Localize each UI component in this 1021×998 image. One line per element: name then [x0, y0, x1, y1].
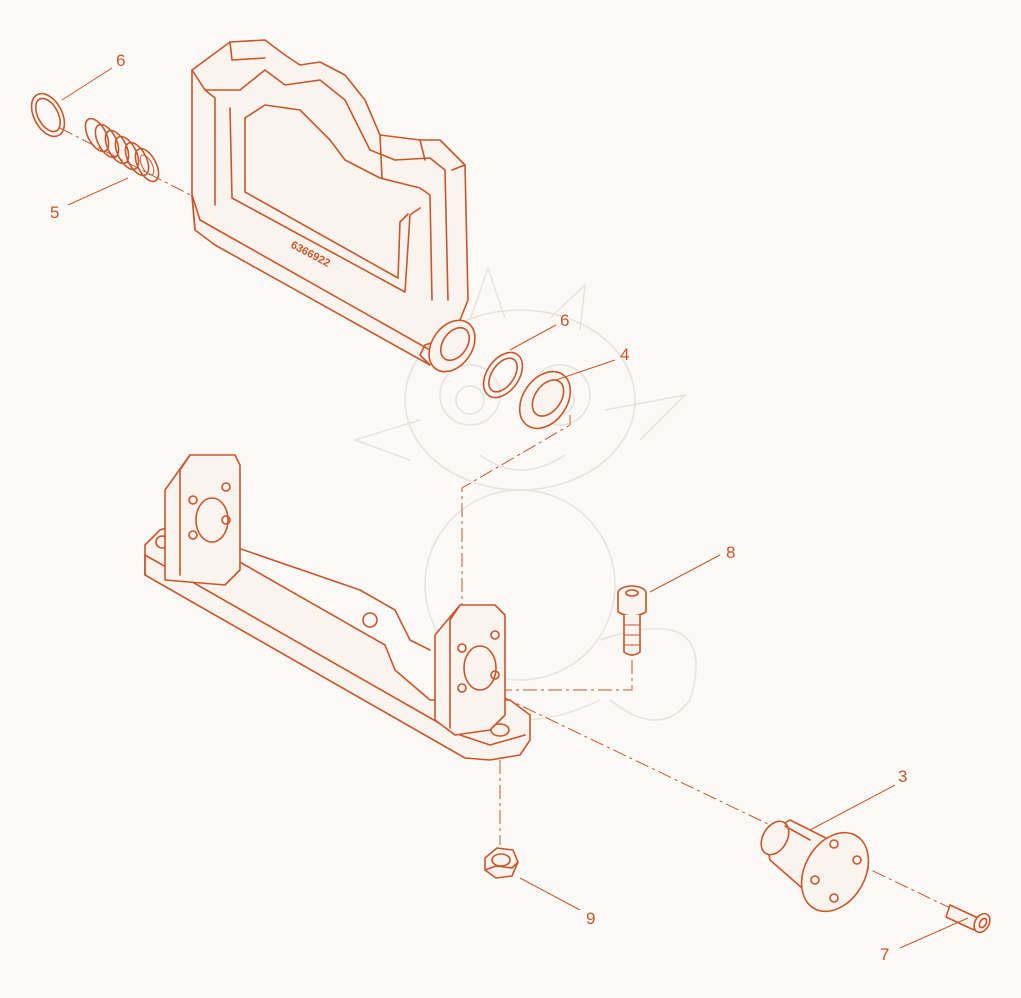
base-bracket [144, 454, 531, 761]
leader-lines [61, 67, 969, 949]
compression-spring [84, 117, 160, 183]
callout-7: 7 [880, 945, 889, 964]
callout-9: 9 [586, 909, 595, 928]
callout-6-middle: 6 [560, 311, 569, 330]
cap-screw-vertical [617, 585, 647, 656]
retaining-ring-top [30, 92, 66, 138]
thick-washer [518, 370, 572, 430]
dragon-watermark [352, 265, 697, 721]
callout-6-top: 6 [116, 51, 125, 70]
pivot-pin [760, 819, 870, 913]
hex-nut [484, 847, 519, 879]
retaining-ring-middle [482, 351, 524, 399]
callout-5: 5 [50, 203, 59, 222]
callout-labels: 6 5 6 4 8 3 9 7 [50, 51, 907, 964]
small-screw [945, 904, 991, 934]
handle-frame: 6366922 [191, 39, 476, 373]
callout-4: 4 [620, 345, 629, 364]
callout-8: 8 [726, 543, 735, 562]
callout-3: 3 [898, 767, 907, 786]
